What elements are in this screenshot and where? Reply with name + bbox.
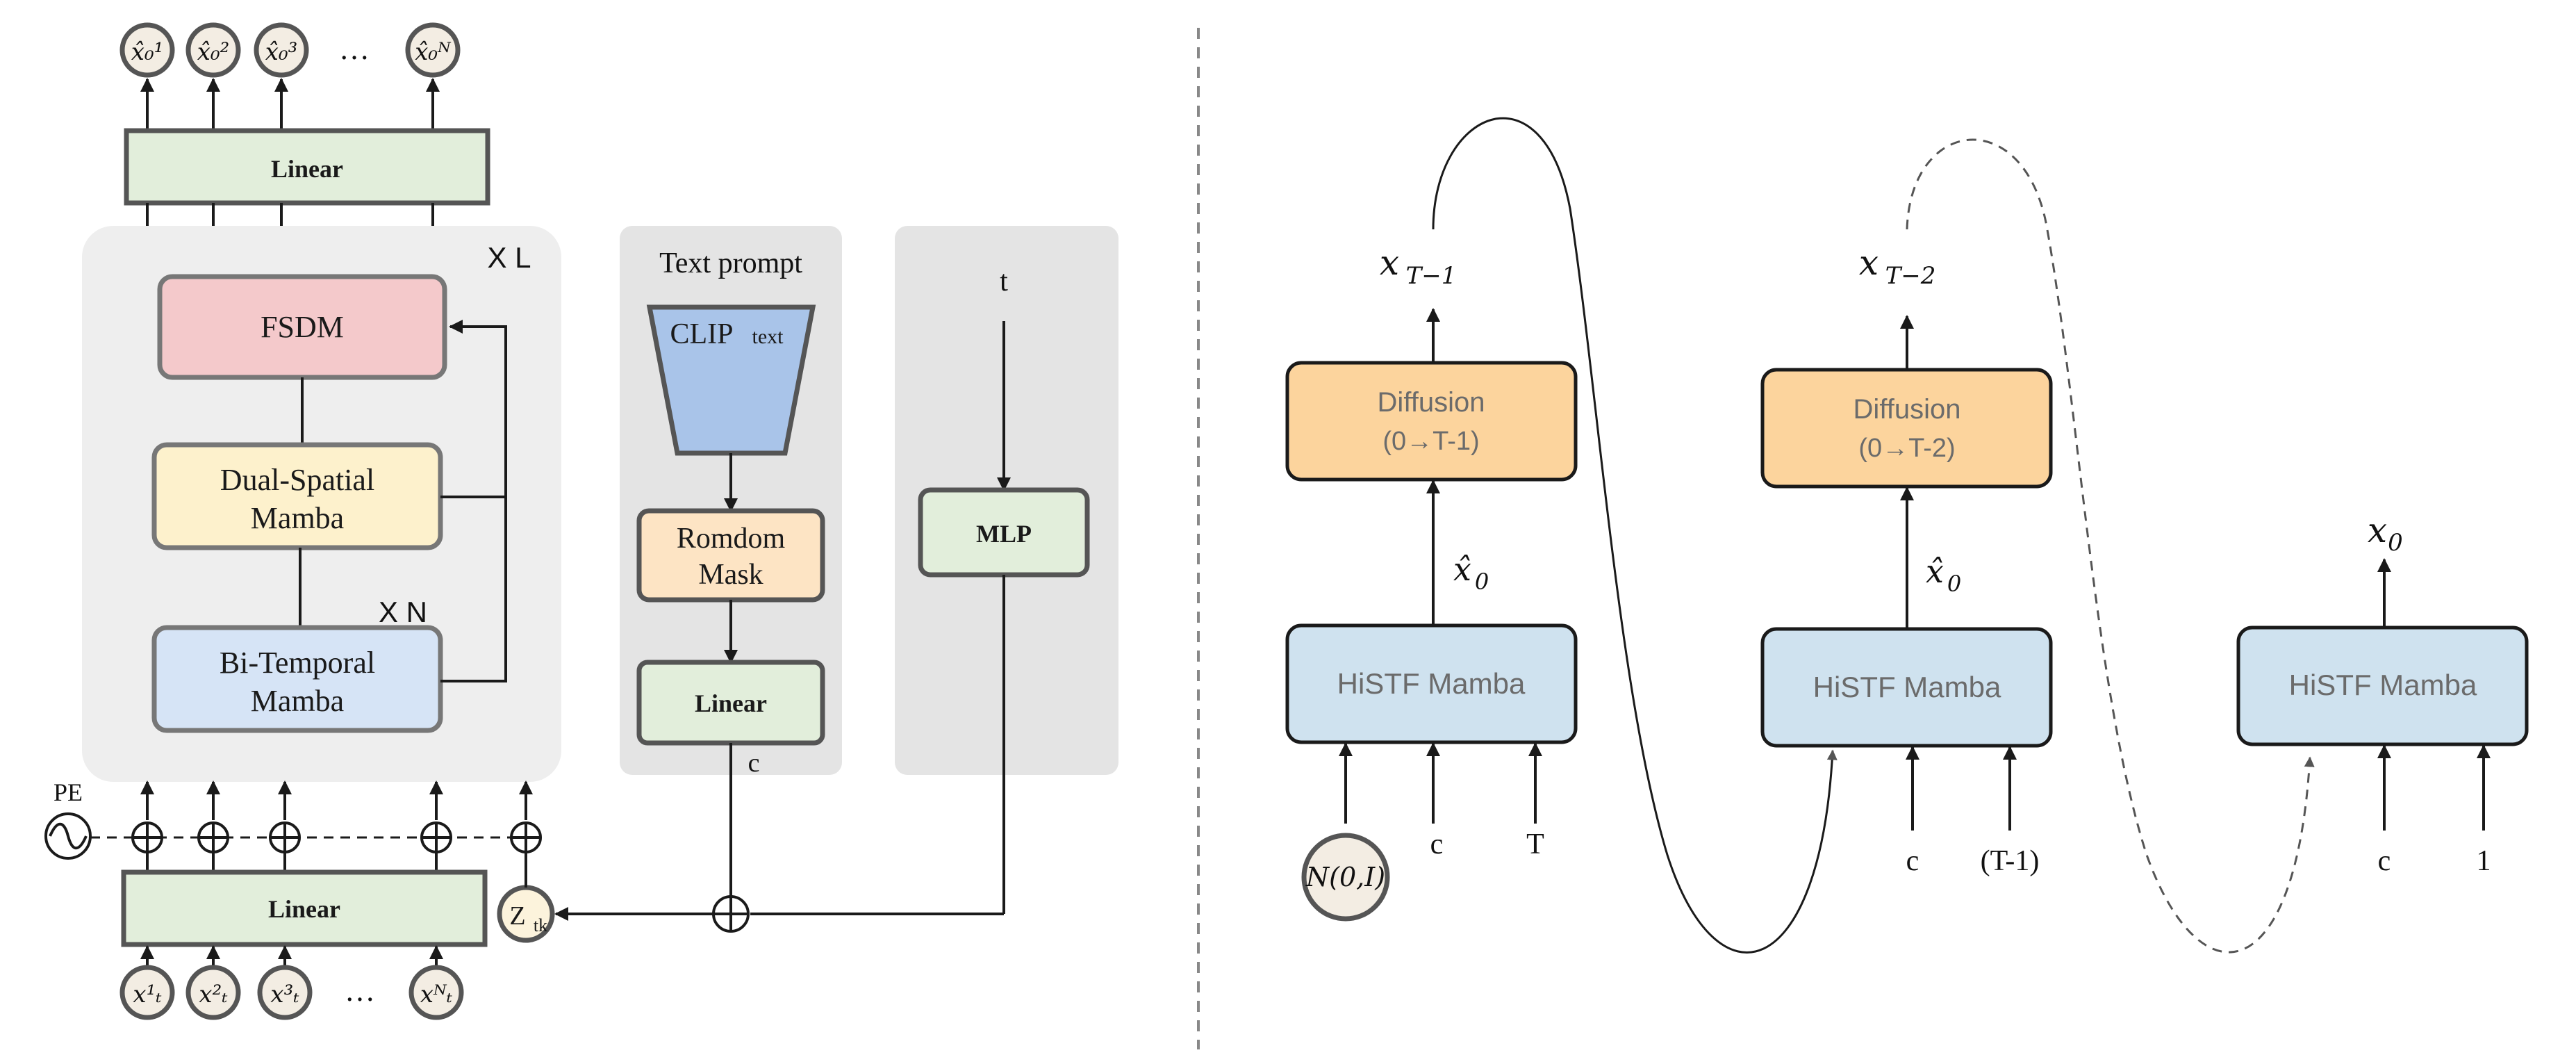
svg-text:x²ₜ: x²ₜ	[199, 981, 228, 1008]
stage2-c: c	[1906, 845, 1919, 877]
stage2-output-sub: T−2	[1885, 262, 1936, 290]
svg-text:tk: tk	[534, 915, 547, 935]
stage1-c: c	[1430, 828, 1444, 860]
dual-spatial-line2: Mamba	[251, 501, 344, 535]
random-mask-line2: Mask	[698, 559, 763, 591]
input-tokens: x¹ₜ x²ₜ x³ₜ … xᴺₜ	[119, 965, 464, 1020]
svg-text:0: 0	[1475, 569, 1489, 595]
svg-text:x̂₀ᴺ: x̂₀ᴺ	[415, 38, 452, 66]
bi-temporal-line2: Mamba	[251, 684, 344, 718]
stage-1: x T−1 Diffusion (0→T-1) x̂ 0 HiSTF Mamba…	[1285, 243, 1578, 922]
output-token: x̂₀¹	[119, 22, 175, 78]
stage1-diffusion-box	[1285, 361, 1578, 482]
svg-text:0: 0	[1947, 571, 1961, 597]
bi-temporal-mamba-box	[151, 625, 443, 733]
repeat-N-label: X N	[379, 596, 427, 628]
svg-text:xᴺₜ: xᴺₜ	[420, 981, 453, 1008]
svg-text:Z: Z	[509, 901, 525, 931]
repeat-L-label: X L	[487, 241, 531, 274]
stage1-to-stage2-loop	[1432, 117, 1838, 954]
stage-2: x T−2 Diffusion (0→T-2) x̂ 0 HiSTF Mamba…	[1760, 243, 2053, 877]
linear-top-label: Linear	[271, 155, 343, 183]
stage3-output-sub: 0	[2388, 529, 2403, 557]
svg-text:HiSTF Mamba: HiSTF Mamba	[1813, 671, 2001, 703]
clip-sub-label: text	[752, 325, 784, 348]
stage2-diffusion-box	[1760, 368, 2053, 489]
output-arrows	[140, 78, 440, 131]
residual-connections	[440, 320, 507, 682]
output-token: x̂₀³	[254, 22, 309, 78]
output-token: x̂₀ᴺ	[405, 22, 461, 78]
svg-text:Diffusion: Diffusion	[1853, 394, 1961, 425]
svg-text:x̂₀²: x̂₀²	[197, 38, 229, 66]
svg-text:(0→T-2): (0→T-2)	[1858, 434, 1955, 463]
stage1-output-sub: T−1	[1406, 262, 1457, 290]
svg-text:x̂₀¹: x̂₀¹	[131, 38, 163, 66]
input-token: xᴺₜ	[408, 965, 464, 1020]
stage2-x0hat: x̂	[1926, 553, 1944, 590]
mlp-label: MLP	[976, 520, 1032, 548]
svg-text:Diffusion: Diffusion	[1378, 387, 1485, 418]
noise-token	[1301, 833, 1390, 922]
stage2-output: x	[1859, 243, 1879, 283]
bi-temporal-line1: Bi-Temporal	[220, 646, 375, 680]
svg-text:HiSTF Mamba: HiSTF Mamba	[1337, 667, 1526, 700]
stage1-T: T	[1526, 828, 1544, 860]
input-token: x²ₜ	[185, 965, 241, 1020]
dual-spatial-line1: Dual-Spatial	[220, 463, 374, 497]
svg-text:HiSTF Mamba: HiSTF Mamba	[2289, 669, 2477, 701]
input-ellipsis: …	[345, 974, 375, 1008]
linear-bottom-label: Linear	[268, 895, 340, 923]
t-label: t	[1000, 265, 1008, 297]
output-ellipsis: …	[339, 32, 370, 66]
stage2-T: (T-1)	[1981, 845, 2040, 877]
text-prompt-label: Text prompt	[659, 247, 802, 279]
input-token: x¹ₜ	[119, 965, 175, 1020]
stage3-T: 1	[2477, 845, 2491, 877]
linear-bottom-box	[121, 869, 488, 947]
stage-3: x 0 HiSTF Mamba c 1	[2236, 510, 2529, 877]
stage2-to-stage3-loop	[1906, 138, 2315, 954]
fsdm-label: FSDM	[261, 310, 344, 344]
clip-text-encoder	[646, 304, 816, 456]
stage1-output: x	[1380, 243, 1399, 283]
svg-text:x³ₜ: x³ₜ	[270, 981, 299, 1008]
svg-text:x¹ₜ: x¹ₜ	[133, 981, 162, 1008]
stage1-x0hat: x̂	[1453, 550, 1471, 588]
input-arrows	[140, 945, 443, 968]
pe-add-nodes	[131, 780, 542, 888]
svg-text:x̂₀³: x̂₀³	[265, 38, 297, 66]
clip-label: CLIP	[670, 318, 733, 350]
linear-text-label: Linear	[695, 689, 767, 717]
pe-label: PE	[53, 778, 83, 806]
input-token: x³ₜ	[257, 965, 313, 1020]
svg-text:(0→T-1): (0→T-1)	[1382, 427, 1479, 456]
linear-top-ticks	[146, 203, 434, 226]
output-tokens: x̂₀¹ x̂₀² x̂₀³ … x̂₀ᴺ	[119, 22, 461, 78]
condition-merge	[554, 575, 1005, 933]
output-token: x̂₀²	[185, 22, 241, 78]
random-mask-line1: Romdom	[677, 523, 786, 555]
stage3-c: c	[2378, 845, 2391, 877]
stage3-output: x	[2368, 510, 2387, 550]
c-label-left: c	[748, 749, 760, 778]
pe-sine-icon	[44, 812, 92, 860]
linear-top-box	[124, 128, 490, 206]
svg-text:N(0,I): N(0,I)	[1305, 862, 1385, 892]
